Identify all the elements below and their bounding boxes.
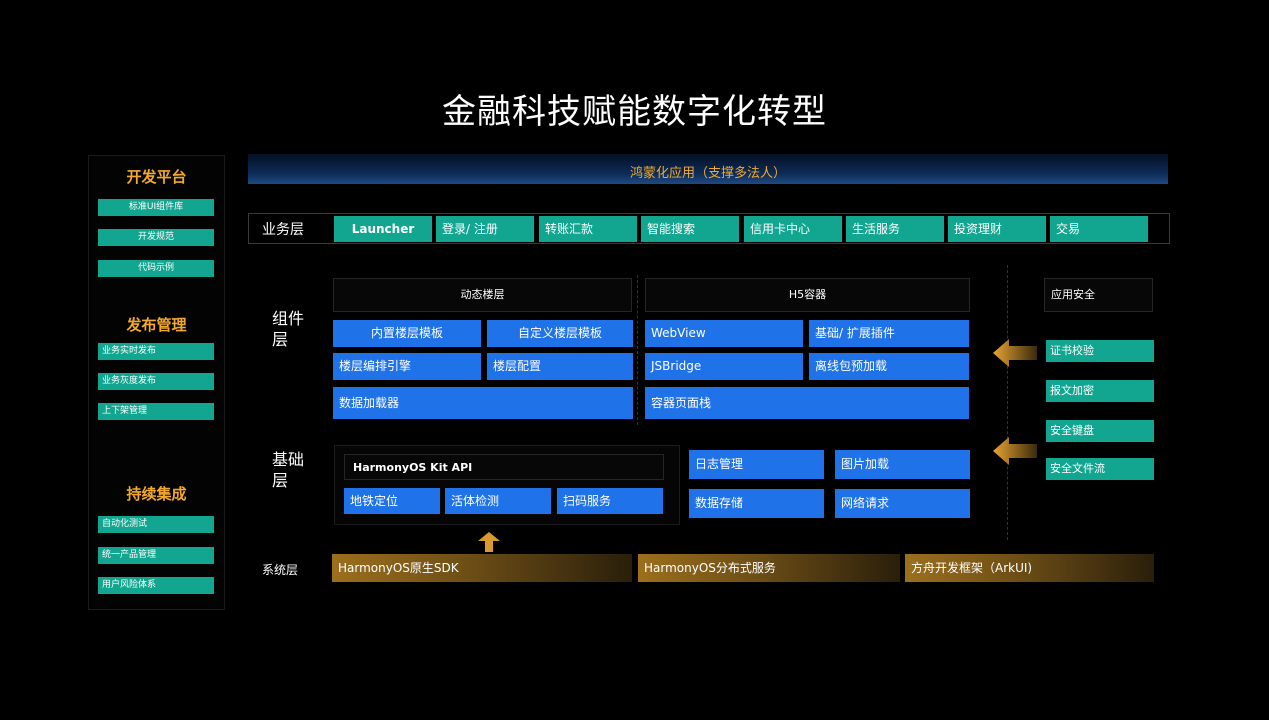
sidebar-item-code-sample[interactable]: 代码示例	[98, 260, 214, 277]
sidebar-item-ui-lib[interactable]: 标准UI组件库	[98, 199, 214, 216]
arrow-left-icon	[993, 339, 1037, 367]
ark-ui-framework[interactable]: 方舟开发框架（ArkUI)	[905, 554, 1154, 582]
component-divider	[637, 275, 638, 425]
h5-container-header: H5容器	[645, 278, 970, 312]
sidebar-section-title-dev: 开发平台	[126, 168, 187, 186]
arrow-left-icon	[993, 437, 1037, 465]
harmonyos-native-sdk[interactable]: HarmonyOS原生SDK	[332, 554, 632, 582]
sidebar-item-dev-spec[interactable]: 开发规范	[98, 229, 214, 246]
sidebar-item-shelf-management[interactable]: 上下架管理	[98, 403, 214, 420]
kit-scan-service[interactable]: 扫码服务	[557, 488, 663, 514]
biz-credit-card[interactable]: 信用卡中心	[744, 216, 842, 242]
biz-launcher[interactable]: Launcher	[334, 216, 432, 242]
biz-transfer[interactable]: 转账汇款	[539, 216, 637, 242]
harmonyos-distributed-service[interactable]: HarmonyOS分布式服务	[638, 554, 900, 582]
kit-liveness-detect[interactable]: 活体检测	[445, 488, 551, 514]
security-file-stream[interactable]: 安全文件流	[1046, 458, 1154, 480]
app-security-header: 应用安全	[1044, 278, 1153, 312]
base-layer-label: 基础 层	[272, 450, 305, 490]
arrow-up-icon	[478, 532, 500, 552]
sidebar-item-auto-test[interactable]: 自动化测试	[98, 516, 214, 533]
security-message-encrypt[interactable]: 报文加密	[1046, 380, 1154, 402]
basic-extension-plugin[interactable]: 基础/ 扩展插件	[809, 320, 969, 347]
sidebar-item-risk-system[interactable]: 用户风险体系	[98, 577, 214, 594]
biz-investment[interactable]: 投资理财	[948, 216, 1046, 242]
sidebar-section-title-ci: 持续集成	[126, 485, 187, 503]
page-title: 金融科技赋能数字化转型	[442, 92, 827, 132]
sidebar-item-gray-release[interactable]: 业务灰度发布	[98, 373, 214, 390]
business-layer-row	[248, 213, 1170, 244]
biz-smart-search[interactable]: 智能搜索	[641, 216, 739, 242]
biz-trade[interactable]: 交易	[1050, 216, 1148, 242]
floor-orchestration-engine[interactable]: 楼层编排引擎	[333, 353, 481, 380]
business-layer-label: 业务层	[262, 222, 304, 238]
container-page-stack[interactable]: 容器页面栈	[645, 387, 969, 419]
sidebar-item-realtime-release[interactable]: 业务实时发布	[98, 343, 214, 360]
webview[interactable]: WebView	[645, 320, 803, 347]
system-layer-label: 系统层	[262, 563, 299, 577]
security-keyboard[interactable]: 安全键盘	[1046, 420, 1154, 442]
image-loading[interactable]: 图片加载	[835, 450, 970, 479]
data-storage[interactable]: 数据存储	[689, 489, 824, 518]
custom-floor-template[interactable]: 自定义楼层模板	[487, 320, 633, 347]
sidebar-section-title-release: 发布管理	[126, 316, 187, 334]
log-management[interactable]: 日志管理	[689, 450, 824, 479]
builtin-floor-template[interactable]: 内置楼层模板	[333, 320, 481, 347]
network-request[interactable]: 网络请求	[835, 489, 970, 518]
data-loader[interactable]: 数据加载器	[333, 387, 633, 419]
biz-life-service[interactable]: 生活服务	[846, 216, 944, 242]
offline-package-preload[interactable]: 离线包预加载	[809, 353, 969, 380]
biz-login-register[interactable]: 登录/ 注册	[436, 216, 534, 242]
kit-metro-location[interactable]: 地铁定位	[344, 488, 440, 514]
security-cert-verify[interactable]: 证书校验	[1046, 340, 1154, 362]
harmony-app-banner: 鸿蒙化应用（支撑多法人）	[248, 154, 1168, 184]
jsbridge[interactable]: JSBridge	[645, 353, 803, 380]
harmonyos-kit-title: HarmonyOS Kit API	[344, 454, 664, 480]
dynamic-floor-header: 动态楼层	[333, 278, 632, 312]
security-divider	[1007, 265, 1008, 540]
sidebar-item-product-management[interactable]: 统一产品管理	[98, 547, 214, 564]
floor-config[interactable]: 楼层配置	[487, 353, 633, 380]
component-layer-label: 组件 层	[272, 309, 305, 349]
